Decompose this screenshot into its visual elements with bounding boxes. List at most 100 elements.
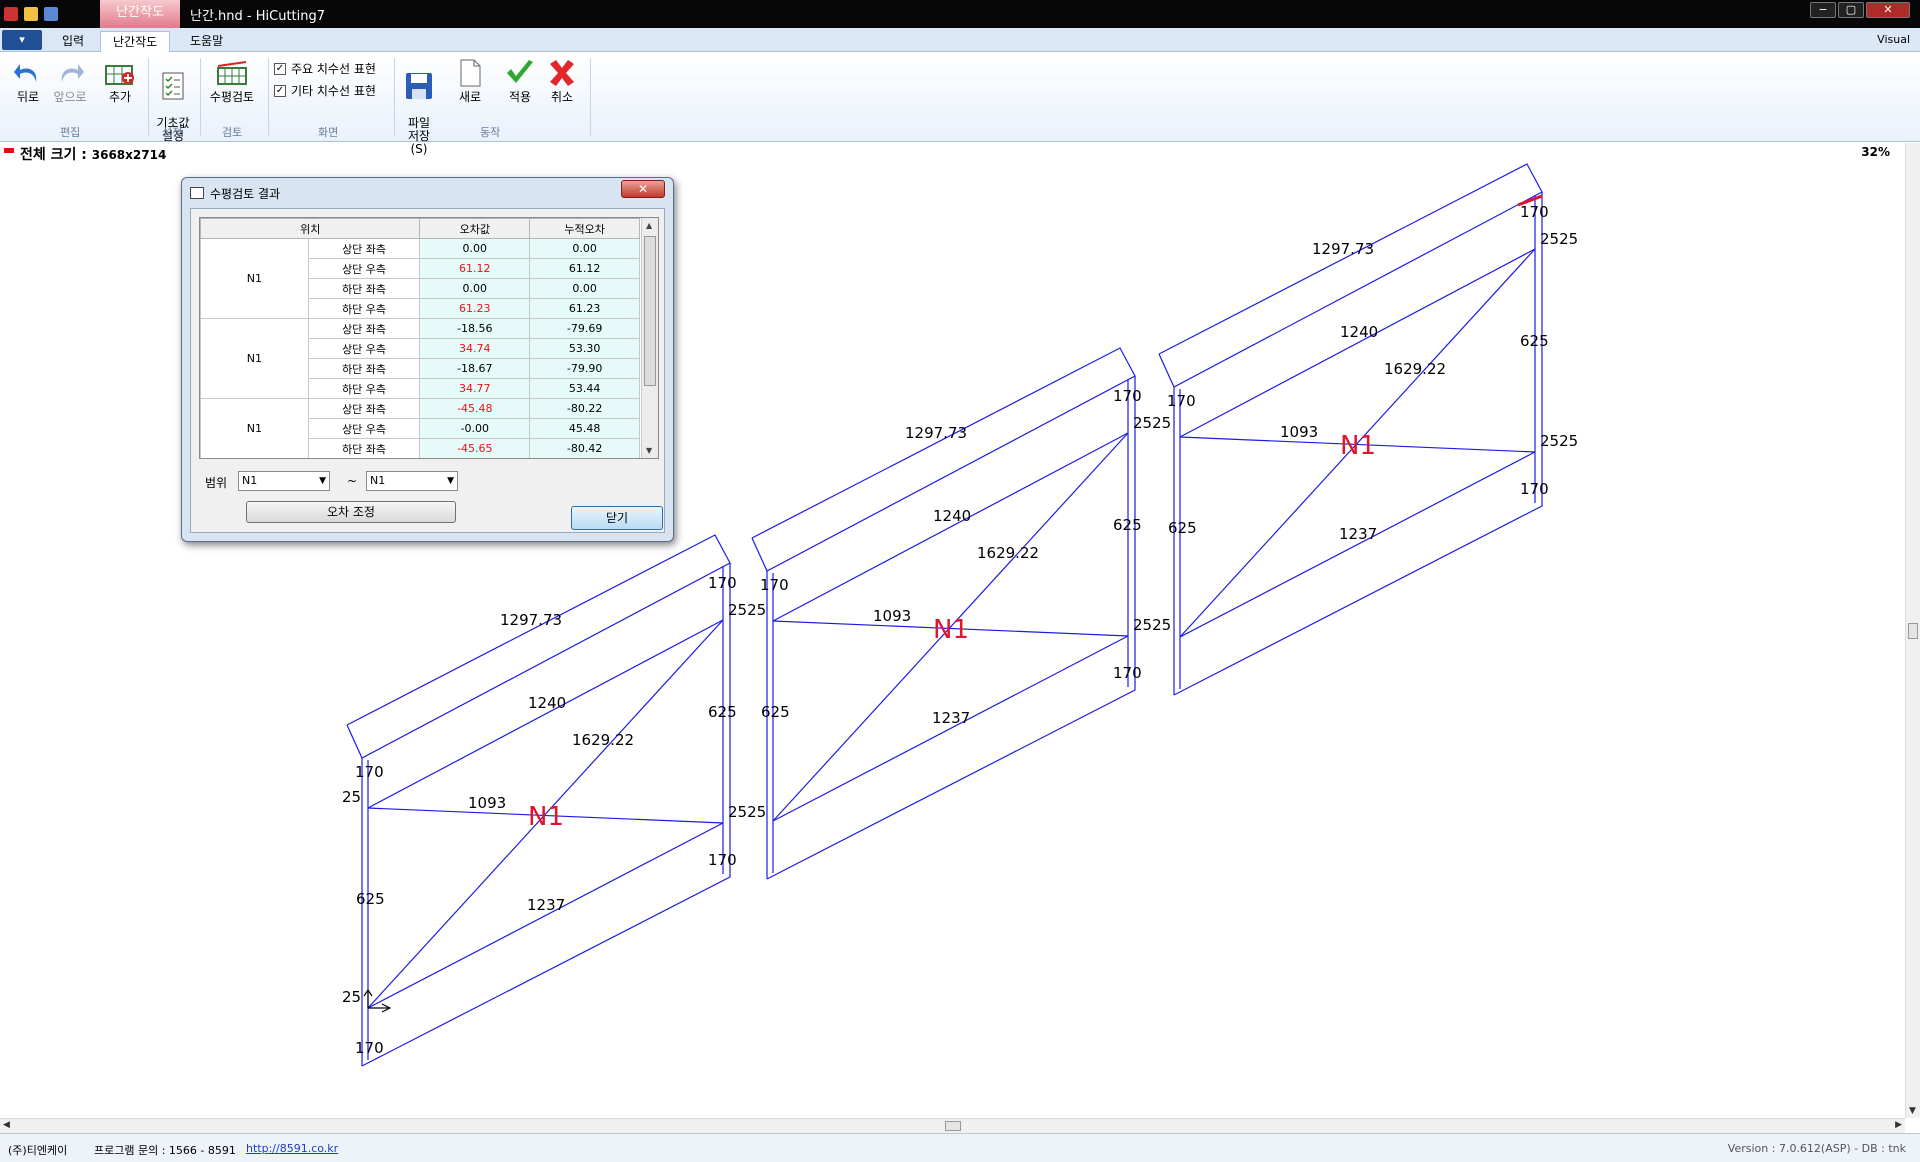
new-document-icon — [460, 59, 481, 87]
panel-1-dim-left-upper: 25 — [342, 788, 361, 806]
save-file-label: 파일 저장 (S) — [407, 116, 431, 156]
vertical-scroll-thumb[interactable] — [1908, 623, 1918, 639]
table-row[interactable]: 하단 좌측-45.65-80.42 — [201, 438, 640, 458]
panel-3-dim-left-top: 170 — [1167, 392, 1196, 410]
apply-label: 적용 — [508, 90, 532, 104]
table-scrollbar[interactable]: ▲ ▼ — [641, 218, 658, 458]
group-name-cell: N1 — [200, 238, 309, 319]
group-label-edit: 편집 — [60, 126, 81, 139]
base-settings-button[interactable]: 기초값 설정 — [152, 58, 194, 143]
total-size: 전체 크기 : 3668x2714 — [20, 144, 166, 164]
panel-3-dim-lower-rail: 1237 — [1339, 525, 1377, 543]
table-scroll-thumb[interactable] — [644, 236, 656, 386]
cumulative-error-cell: 61.23 — [529, 298, 640, 319]
add-button[interactable]: 추가 — [102, 58, 138, 104]
error-value-cell: 0.00 — [419, 238, 531, 259]
scroll-up-icon[interactable]: ▲ — [646, 221, 653, 230]
panel-3-dim-right-upper-offset: 2525 — [1540, 230, 1578, 248]
close-window-button[interactable]: ✕ — [1866, 2, 1910, 18]
cancel-button[interactable]: 취소 — [544, 58, 580, 104]
position-cell: 하단 우측 — [307, 298, 421, 319]
separator — [268, 58, 269, 136]
horizontal-scroll-thumb[interactable] — [945, 1121, 961, 1131]
save-icon[interactable] — [44, 7, 58, 21]
lower-rail — [367, 822, 724, 1009]
show-main-dims-label: 주요 치수선 표현 — [291, 62, 376, 76]
cumulative-error-cell: 0.00 — [529, 278, 640, 299]
level-check-icon — [217, 61, 247, 85]
scroll-down-icon[interactable]: ▼ — [1909, 1106, 1916, 1116]
drawing-canvas[interactable]: 1297.7312401629.221093123717017017062562… — [0, 162, 1905, 1118]
panel-3-dim-right-bottom: 170 — [1520, 480, 1549, 498]
checklist-icon — [162, 72, 184, 100]
forward-button[interactable]: 앞으로 — [50, 58, 90, 104]
adjust-error-button[interactable]: 오차 조정 — [246, 501, 456, 523]
show-other-dims-checkbox[interactable]: ✓ 기타 치수선 표현 — [274, 82, 376, 99]
base-settings-label: 기초값 설정 — [156, 116, 190, 143]
title-bar: 난간작도 난간.hnd - HiCutting7 − ▢ ✕ — [0, 0, 1920, 28]
position-cell: 하단 우측 — [307, 378, 421, 399]
cumulative-error-cell: 45.48 — [529, 418, 640, 439]
tab-railing-drawing[interactable]: 난간작도 — [100, 31, 171, 53]
website-link[interactable]: http://8591.co.kr — [246, 1142, 339, 1155]
panel-1-dim-right-top: 170 — [708, 574, 737, 592]
table-row[interactable]: 하단 좌측-18.67-79.90 — [201, 358, 640, 379]
scroll-down-icon[interactable]: ▼ — [646, 446, 653, 455]
panel-2-label: N1 — [933, 615, 969, 645]
tab-help[interactable]: 도움말 — [190, 34, 224, 48]
tab-input[interactable]: 입력 — [62, 34, 85, 48]
upper-rail — [367, 619, 724, 809]
move-handle-icon[interactable] — [363, 988, 392, 1013]
show-main-dims-checkbox[interactable]: ✓ 주요 치수선 표현 — [274, 60, 376, 77]
panel-1-dim-right-lower-offset: 2525 — [728, 803, 766, 821]
open-icon[interactable] — [24, 7, 38, 21]
close-button[interactable]: 닫기 — [571, 506, 663, 530]
back-label: 뒤로 — [16, 90, 40, 104]
customize-icon[interactable] — [64, 7, 72, 21]
horizontal-scrollbar[interactable]: ◀ ▶ — [0, 1118, 1905, 1133]
panel-3-dim-upper-rail: 1240 — [1340, 323, 1378, 341]
panel-1-dim-right-bottom: 170 — [708, 851, 737, 869]
dialog-close-button[interactable]: ✕ — [621, 180, 665, 198]
error-value-cell: -18.56 — [419, 318, 531, 339]
ribbon: 뒤로 앞으로 추가 기초값 설정 수평검토 ✓ 주요 치수선 표현 ✓ 기타 치… — [0, 52, 1920, 156]
mid-rail — [367, 807, 724, 824]
save-file-button[interactable]: 파일 저장 (S) — [398, 58, 440, 156]
new-button[interactable]: 새로 — [452, 58, 488, 104]
panel-2-dim-right-bottom: 170 — [1113, 664, 1142, 682]
range-from-select[interactable]: N1 ▼ — [238, 471, 330, 491]
scroll-left-icon[interactable]: ◀ — [3, 1120, 10, 1130]
panel-2-dim-diagonal: 1629.22 — [977, 544, 1039, 562]
error-value-cell: 0.00 — [419, 278, 531, 299]
group-label-settings: 설정 — [162, 126, 183, 139]
separator — [590, 58, 591, 136]
theme-selector[interactable]: Visual — [1877, 33, 1910, 46]
panel-3-dim-diagonal: 1629.22 — [1384, 360, 1446, 378]
panel-1-dim-right-height: 625 — [708, 703, 737, 721]
back-button[interactable]: 뒤로 — [10, 58, 46, 104]
restore-button[interactable]: ▢ — [1838, 2, 1864, 18]
error-value-cell: 34.74 — [419, 338, 531, 359]
app-icon[interactable] — [4, 7, 18, 21]
panel-3-dim-mid-rail: 1093 — [1280, 423, 1318, 441]
info-bar: 전체 크기 : 3668x2714 32% — [0, 143, 1920, 164]
app-menu-button[interactable]: ▾ — [2, 30, 42, 50]
vertical-scrollbar[interactable]: ▼ — [1905, 143, 1920, 1118]
level-check-button[interactable]: 수평검토 — [204, 58, 260, 104]
panel-2-dim-right-lower-offset: 2525 — [1133, 616, 1171, 634]
error-value-cell: 61.12 — [419, 258, 531, 279]
minimize-button[interactable]: − — [1810, 2, 1836, 18]
scroll-right-icon[interactable]: ▶ — [1895, 1120, 1902, 1130]
apply-button[interactable]: 적용 — [502, 58, 538, 104]
panel-1-dim-right-upper-offset: 2525 — [728, 601, 766, 619]
range-to-select[interactable]: N1 ▼ — [366, 471, 458, 491]
